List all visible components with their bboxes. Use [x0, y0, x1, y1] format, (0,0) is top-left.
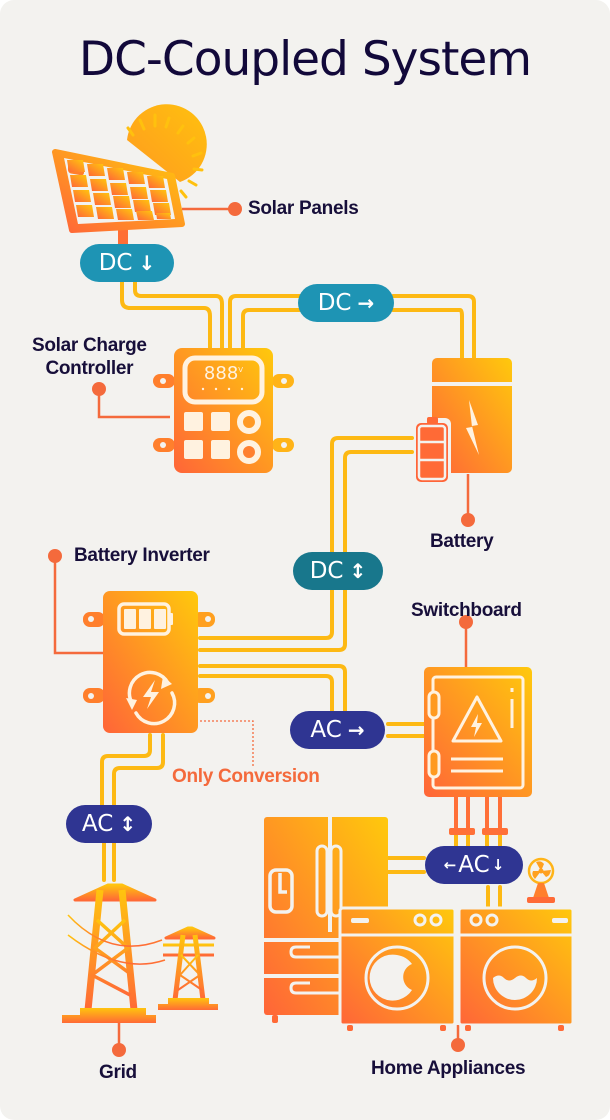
wires [100, 280, 502, 910]
battery-level-icon [414, 417, 451, 484]
label-battery-inverter: Battery Inverter [74, 545, 210, 566]
arrow-down-icon: ↓ [138, 251, 156, 275]
badge-dc-solar: DC ↓ [80, 244, 174, 282]
badge-text: AC [81, 811, 114, 837]
switchboard-feed-caps [449, 828, 508, 835]
badge-ac-switchboard: AC → [290, 711, 385, 749]
page-title: DC-Coupled System [78, 32, 532, 87]
battery-icon [414, 358, 512, 484]
label-home-appliances: Home Appliances [371, 1058, 526, 1079]
label-switchboard: Switchboard [411, 600, 522, 621]
badge-dc-bidirectional: DC ↕ [293, 552, 383, 590]
grid-tower-icon [62, 883, 166, 1023]
badge-text: DC [309, 558, 344, 584]
fan-icon [527, 857, 555, 903]
grid-tower-small-icon [158, 926, 218, 1010]
sun-icon [126, 104, 207, 199]
label-grid: Grid [99, 1062, 137, 1083]
annotation-only-conversion: Only Conversion [172, 766, 320, 787]
washing-machine-icon [338, 906, 457, 1031]
badge-text: AC [458, 852, 490, 878]
label-solar-panels: Solar Panels [248, 198, 359, 219]
only-conversion-leader [200, 720, 254, 767]
badge-ac-appliances: ← AC ↓ [425, 846, 523, 884]
arrow-up-down-icon: ↕ [119, 812, 137, 836]
switchboard-icon [424, 667, 532, 797]
arrow-left-icon: ← [443, 856, 457, 874]
arrow-right-icon: → [357, 291, 375, 315]
arrow-right-icon: → [347, 718, 365, 742]
badge-dc-battery: DC → [298, 284, 394, 322]
label-solar-charge-controller: Solar Charge Controller [32, 334, 147, 380]
arrow-down-icon: ↓ [491, 856, 505, 874]
battery-inverter-icon [83, 591, 215, 733]
leader-dots [48, 202, 475, 1057]
badge-text: DC [317, 290, 352, 316]
badge-ac-grid: AC ↕ [66, 805, 152, 843]
solar-panel-icon [52, 149, 185, 244]
controller-display-unit: V [238, 366, 244, 374]
controller-display: 888V [188, 363, 259, 384]
convert-cycle-icon [127, 670, 177, 726]
arrow-up-down-icon: ↕ [349, 559, 367, 583]
controller-display-value: 888 [203, 363, 239, 384]
charge-controller-icon [153, 348, 294, 473]
label-solar-charge-line1: Solar Charge [32, 335, 147, 356]
label-battery: Battery [430, 531, 494, 552]
label-solar-charge-line2: Controller [45, 358, 134, 379]
badge-text: DC [98, 250, 133, 276]
dishwasher-icon [457, 906, 575, 1031]
switchboard-feeds [454, 797, 502, 830]
badge-text: AC [310, 717, 342, 743]
